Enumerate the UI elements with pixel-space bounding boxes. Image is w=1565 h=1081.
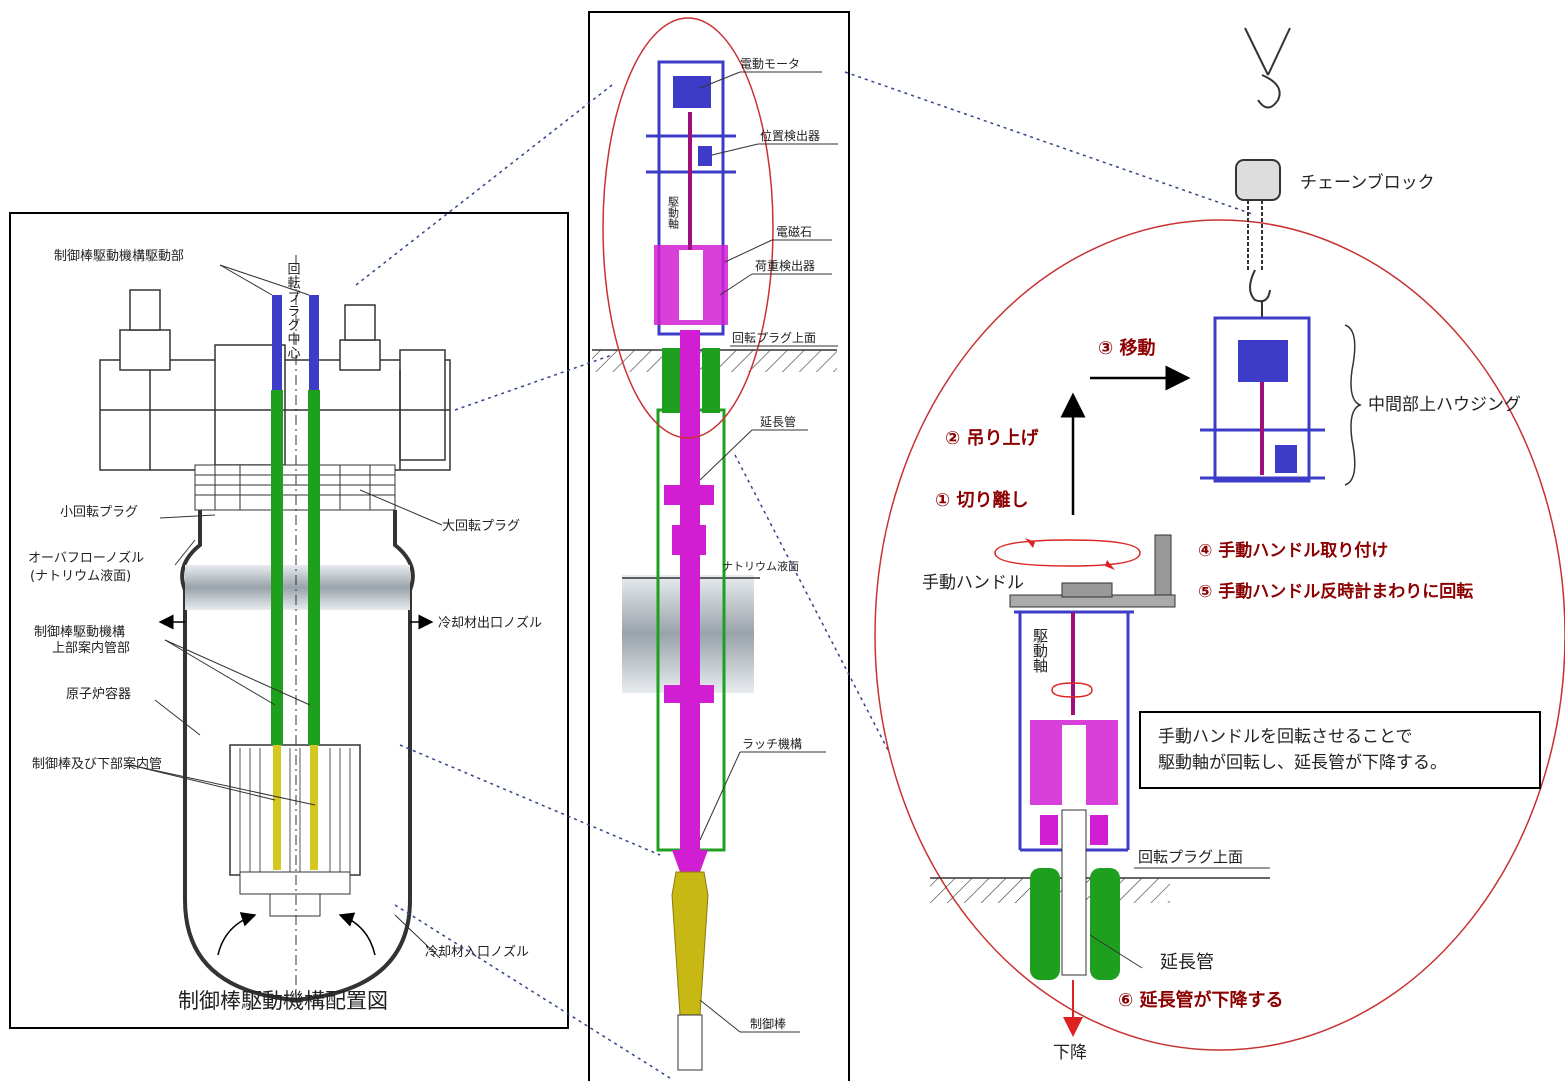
extension-shaft	[680, 330, 700, 850]
label-upper-guide-1: 制御棒駆動機構	[34, 625, 125, 640]
label-drive-shaft-right: 駆動軸	[1031, 628, 1049, 673]
label-control-rod: 制御棒	[750, 1016, 786, 1031]
chain-block	[1235, 27, 1291, 303]
middle-leader-lines	[699, 71, 838, 1033]
step-3-move: ③ 移動	[1098, 337, 1156, 359]
step-2-lift: ② 吊り上げ	[945, 428, 1040, 449]
detail-ellipse-middle	[602, 17, 774, 439]
raised-motor	[1238, 340, 1288, 382]
rotating-plug-lines	[194, 464, 396, 511]
middle-panel: 電動モータ 位置検出器 電磁石 荷重検出器 回転プラグ上面 延長管 ナトリウム液…	[588, 11, 850, 1081]
label-overflow-nozzle: オーバフローノズル	[28, 550, 144, 566]
installed-housing	[1014, 610, 1134, 852]
extension-tube-left-wall	[1030, 868, 1060, 980]
middle-panel-frame	[588, 11, 850, 1081]
label-motor: 電動モータ	[740, 57, 800, 71]
step-1-detach: ① 切り離し	[935, 489, 1029, 511]
manual-handle-grip	[1154, 534, 1172, 596]
label-sodium-level-middle: ナトリウム液面	[722, 559, 799, 573]
label-extension-tube-right: 延長管	[1160, 952, 1214, 973]
label-chain-block: チェーンブロック	[1300, 172, 1435, 193]
label-small-rotating-plug: 小回転プラグ	[60, 505, 138, 520]
label-plug-top-middle: 回転プラグ上面	[732, 331, 816, 345]
label-coolant-outlet: 冷却材出口ノズル	[438, 615, 542, 631]
reactor-vessel	[180, 510, 415, 1003]
left-panel: 制御棒駆動機構駆動部 小回転プラグ オーバフローノズル (ナトリウム液面) 大回…	[9, 212, 569, 1029]
upper-guide-tube-left	[271, 390, 283, 745]
label-position-detector: 位置検出器	[760, 128, 820, 143]
label-drive-shaft-middle: 駆動軸	[667, 196, 680, 230]
sodium-level-band	[185, 565, 410, 610]
extension-tube-inner	[1061, 809, 1087, 976]
label-housing: 中間部上ハウジング	[1368, 395, 1521, 415]
rotation-arrow-handle	[994, 539, 1141, 567]
inlet-arrow-left	[217, 912, 257, 956]
label-descend: 下降	[1053, 1043, 1087, 1063]
drive-unit-right	[309, 295, 319, 390]
drive-unit-left	[272, 295, 282, 390]
control-rod-right	[310, 745, 318, 870]
note-line-1: 手動ハンドルを回転させることで	[1158, 727, 1413, 747]
connector-lines	[355, 71, 1256, 1079]
step-4-attach-handle: ④ 手動ハンドル取り付け	[1198, 540, 1388, 561]
step-5-rotate-handle: ⑤ 手動ハンドル反時計まわりに回転	[1198, 581, 1473, 602]
detail-ellipse-right	[874, 219, 1565, 1051]
motor-block	[673, 76, 711, 108]
label-load-detector: 荷重検出器	[755, 259, 815, 273]
label-large-rotating-plug: 大回転プラグ	[442, 519, 520, 534]
label-manual-handle: 手動ハンドル	[922, 573, 1024, 593]
label-electromagnet: 電磁石	[776, 224, 812, 239]
extension-tube-right-wall	[1090, 868, 1120, 980]
inlet-arrow-right	[338, 912, 376, 956]
label-plug-top-right: 回転プラグ上面	[1138, 848, 1243, 866]
label-coolant-inlet: 冷却材入口ノズル	[425, 944, 529, 960]
label-rotating-plug-center: 回転プラグ中心	[285, 262, 301, 360]
upper-guide-tube-right	[308, 390, 320, 745]
reactor-core	[229, 744, 361, 917]
control-rod-left	[273, 745, 281, 870]
left-leader-lines	[129, 264, 443, 959]
label-rod-lower-guide: 制御棒及び下部案内管	[32, 756, 162, 772]
label-sodium-level: (ナトリウム液面)	[30, 569, 131, 584]
explanation-box	[1139, 711, 1541, 789]
step-6-tube-descends: ⑥ 延長管が下降する	[1118, 989, 1284, 1011]
label-upper-guide-2: 上部案内管部	[52, 640, 130, 656]
right-panel: チェーンブロック 中間部上ハウジング ③ 移動 ② 吊り上げ ① 切り離し ④ …	[874, 27, 1565, 1063]
label-cr-drive-unit: 制御棒駆動機構駆動部	[54, 249, 184, 264]
latch-mechanism	[672, 850, 708, 872]
note-line-2: 駆動軸が回転し、延長管が下降する。	[1158, 753, 1447, 773]
left-panel-caption: 制御棒駆動機構配置図	[178, 989, 388, 1013]
label-latch: ラッチ機構	[742, 736, 802, 751]
label-extension-tube-middle: 延長管	[760, 414, 796, 429]
position-detector-block	[698, 146, 712, 166]
housing-brace	[1344, 324, 1362, 486]
label-reactor-vessel: 原子炉容器	[66, 686, 131, 702]
